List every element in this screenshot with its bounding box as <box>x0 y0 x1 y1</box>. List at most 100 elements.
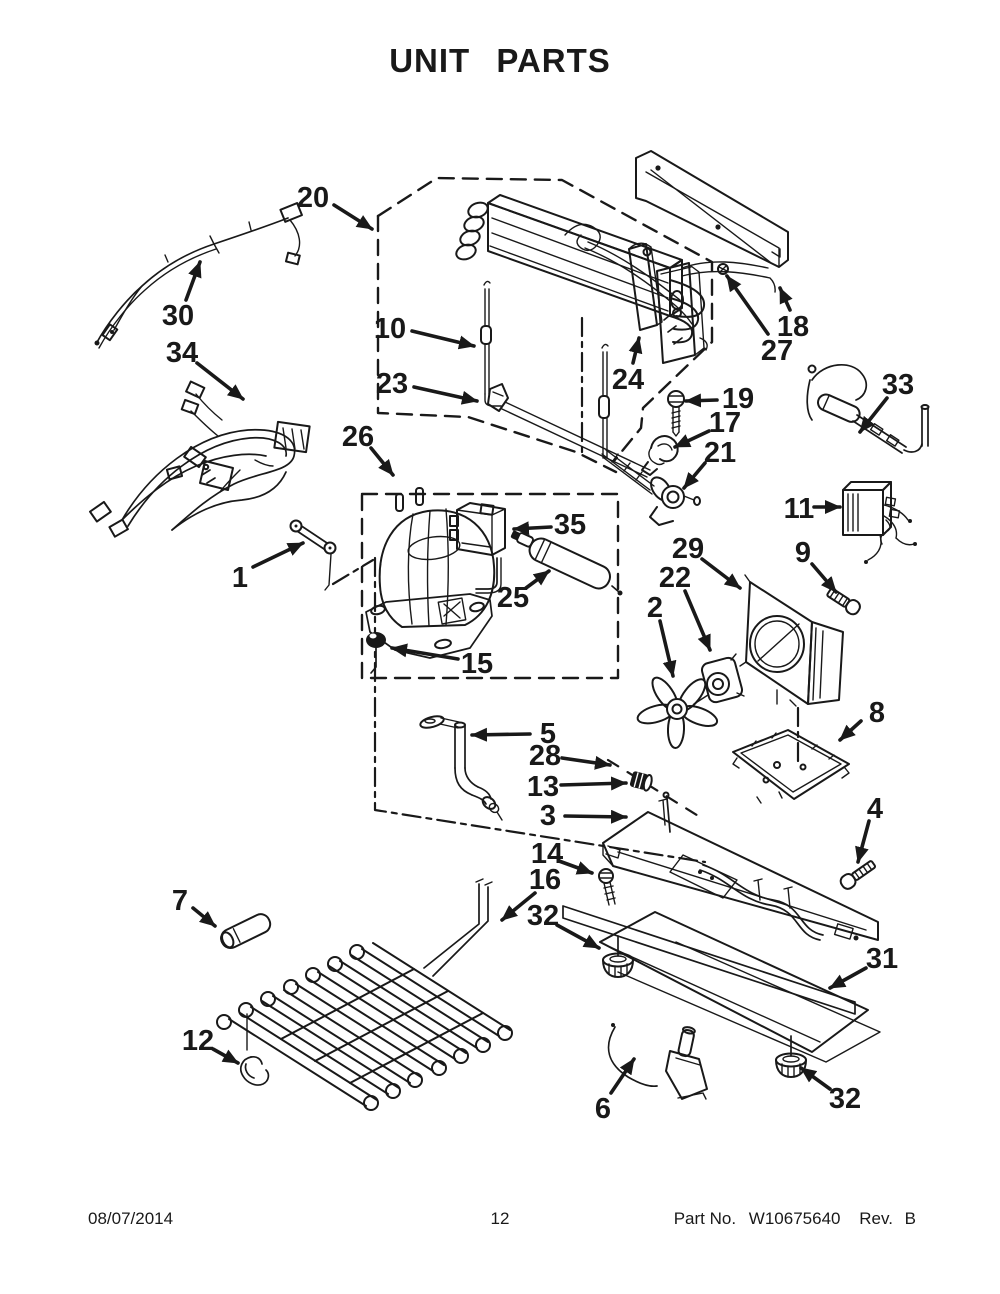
screw-19 <box>667 390 685 437</box>
base-panel-3 <box>602 798 879 941</box>
callout-number-18-12: 18 <box>777 311 809 343</box>
callout-arrow-9-18 <box>810 562 838 594</box>
callout-number-32-30: 32 <box>527 900 559 932</box>
footer-part-info: Part No. W10675640 Rev. B <box>674 1209 916 1229</box>
callout-arrow-23-4 <box>412 385 479 405</box>
callout-arrow-28-25 <box>560 755 612 770</box>
drier-25 <box>510 530 623 596</box>
clamp-17 <box>641 435 679 476</box>
callout-number-30-1: 30 <box>162 300 194 332</box>
callout-arrow-18-12 <box>778 286 793 312</box>
callout-number-2-21: 2 <box>647 592 663 624</box>
callout-number-12-35: 12 <box>182 1025 214 1057</box>
callout-number-9-18: 9 <box>795 537 811 569</box>
callout-arrow-32-32 <box>799 1066 832 1091</box>
callout-number-8-22: 8 <box>869 697 885 729</box>
callout-number-29-19: 29 <box>672 533 704 565</box>
fan-shroud-29 <box>739 574 844 707</box>
callout-number-32-32: 32 <box>829 1083 861 1115</box>
suction-tube <box>598 343 655 495</box>
clip-12 <box>240 1013 270 1086</box>
callout-number-5-24: 5 <box>540 718 556 750</box>
callout-number-24-10: 24 <box>612 364 644 396</box>
slotted-plate-24 <box>656 262 705 364</box>
callout-number-20-0: 20 <box>297 182 329 214</box>
callout-arrow-17-14 <box>673 429 711 449</box>
part-no-label: Part No. <box>673 1209 737 1228</box>
wire-harness-30 <box>94 202 303 349</box>
callout-arrow-20-0 <box>332 203 374 231</box>
compressor-dashed-box <box>360 492 620 680</box>
evaporator-dashed-boundary <box>376 176 714 474</box>
power-harness-34 <box>89 380 311 538</box>
callout-number-6-33: 6 <box>595 1093 611 1125</box>
callout-arrow-2-21 <box>658 619 677 678</box>
callout-number-34-2: 34 <box>166 337 198 369</box>
wire-tube-16 <box>423 878 493 977</box>
callout-number-11-17: 11 <box>784 493 815 525</box>
callout-number-31-31: 31 <box>866 943 898 975</box>
callout-arrow-19-13 <box>684 393 719 408</box>
callout-number-14-28: 14 <box>531 838 563 870</box>
grommet-13 <box>629 771 671 833</box>
callout-number-26-5: 26 <box>342 421 374 453</box>
callout-number-27-11: 27 <box>761 335 793 367</box>
callout-arrow-24-10 <box>628 336 643 365</box>
callout-arrow-14-28 <box>557 859 594 875</box>
callout-number-35-7: 35 <box>554 509 586 541</box>
callout-number-28-25: 28 <box>529 740 561 772</box>
capacitor-11 <box>842 481 917 564</box>
water-valve-21 <box>649 476 701 526</box>
motor-tray-8 <box>732 729 850 804</box>
grommet-15 <box>366 632 386 674</box>
callout-layer: 2030341023261352515242718191721331192922… <box>162 182 914 1125</box>
rev-label: Rev. <box>859 1209 893 1228</box>
callout-arrow-5-24 <box>470 727 532 742</box>
callout-arrow-6-33 <box>609 1057 636 1095</box>
callout-arrow-25-8 <box>524 569 551 590</box>
page-title: UNIT PARTS <box>389 42 611 79</box>
drain-tube-5 <box>419 715 503 821</box>
callout-arrow-16-29 <box>500 891 537 922</box>
footer-page-number: 12 <box>490 1209 510 1228</box>
callout-arrow-34-2 <box>195 361 245 401</box>
callout-arrow-12-35 <box>211 1047 240 1065</box>
bracket-23 <box>487 383 651 478</box>
sensor-6 <box>607 1023 708 1100</box>
footer-date: 08/07/2014 <box>88 1209 174 1228</box>
callout-number-17-14: 17 <box>709 407 741 439</box>
callout-number-13-26: 13 <box>527 771 559 803</box>
callout-number-7-34: 7 <box>172 885 188 917</box>
callout-number-25-8: 25 <box>497 582 529 614</box>
callout-arrow-27-11 <box>725 274 770 336</box>
leveling-foot-32-left <box>602 935 634 978</box>
callout-number-15-9: 15 <box>461 648 493 680</box>
start-relay-35 <box>449 502 506 556</box>
callout-number-23-4: 23 <box>376 368 408 400</box>
screw-14 <box>598 868 616 906</box>
callout-number-19-13: 19 <box>722 383 754 415</box>
callout-number-22-20: 22 <box>659 562 691 594</box>
callout-arrow-22-20 <box>683 589 712 652</box>
callout-arrow-8-22 <box>838 719 863 742</box>
callout-arrow-15-9 <box>390 643 460 661</box>
callout-arrow-35-7 <box>512 521 553 536</box>
screw-9 <box>826 587 861 616</box>
callout-number-16-29: 16 <box>529 864 561 896</box>
leveling-foot-32-right <box>775 1035 807 1078</box>
callout-arrow-29-19 <box>700 557 742 590</box>
callout-number-33-16: 33 <box>882 369 914 401</box>
callout-arrow-1-6 <box>251 541 305 569</box>
callout-number-3-27: 3 <box>540 800 556 832</box>
fan-blade-2 <box>636 676 719 749</box>
callout-number-4-23: 4 <box>867 793 883 825</box>
callout-arrow-13-26 <box>559 776 628 791</box>
callout-arrow-7-34 <box>191 906 217 928</box>
heater-rod-10 <box>480 280 502 407</box>
callout-arrow-26-5 <box>369 446 395 477</box>
screw-4 <box>839 860 876 890</box>
callout-arrow-32-30 <box>555 923 601 950</box>
rev-value: B <box>904 1209 916 1228</box>
callout-number-21-15: 21 <box>704 437 736 469</box>
